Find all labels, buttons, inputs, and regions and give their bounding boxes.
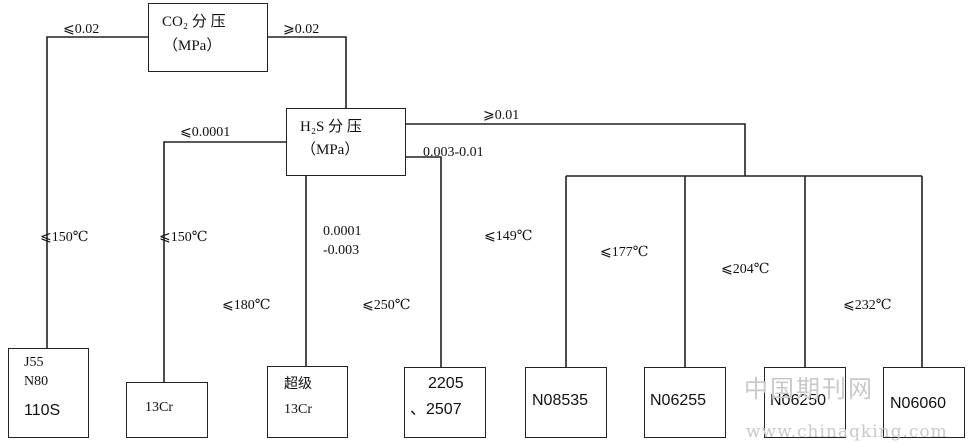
material-n08535: N08535 [532, 392, 589, 409]
label-h2s-range: 0.003-0.01 [423, 145, 484, 160]
co2-partial-pressure-box [148, 3, 268, 72]
material-box-2205-2507 [404, 367, 486, 438]
material-110s: 110S [24, 402, 61, 419]
label-h2s-mid-line2: -0.003 [323, 243, 360, 258]
material-super-13cr-line2: 13Cr [284, 402, 312, 417]
temp-n06060-branch: ⩽232℃ [843, 298, 892, 313]
edge-co2-low [46, 36, 148, 350]
material-box-super-13cr [267, 366, 348, 438]
material-2205: 2205 [428, 375, 464, 392]
temp-n06250-branch: ⩽204℃ [721, 262, 770, 277]
material-box-n06060 [883, 367, 965, 438]
label-h2s-high: ⩾0.01 [483, 108, 520, 123]
edge-h2s-low [163, 141, 286, 382]
edge-co2-high [268, 36, 347, 108]
edge-h2s-high [406, 123, 746, 176]
label-h2s-mid-line1: 0.0001 [323, 224, 362, 239]
edge-h2s-range [406, 156, 442, 367]
temp-j55-branch: ⩽150℃ [40, 230, 89, 245]
h2s-partial-pressure-box [286, 108, 406, 176]
h2s-box-line2: （MPa） [301, 142, 360, 158]
material-box-n06255 [644, 367, 726, 438]
temp-super13cr-branch: ⩽180℃ [222, 298, 271, 313]
material-j55: J55 [24, 355, 44, 370]
temp-13cr-branch: ⩽150℃ [159, 230, 208, 245]
temp-duplex-branch: ⩽250℃ [362, 298, 411, 313]
material-n06255: N06255 [650, 392, 707, 409]
material-box-n06250 [764, 367, 846, 438]
material-n06060: N06060 [890, 395, 947, 412]
co2-box-line2: （MPa） [163, 38, 222, 54]
label-co2-high: ⩾0.02 [283, 22, 320, 37]
co2-box-line1: CO₂ 分 压 [162, 14, 226, 30]
watermark-url: www.chinaqking.com [746, 422, 948, 442]
label-co2-low: ⩽0.02 [63, 22, 100, 37]
material-box-n08535 [525, 367, 607, 438]
watermark-chinese: 中国期刊网 [744, 375, 874, 403]
material-super-13cr-line1: 超级 [284, 377, 312, 392]
temp-n06255-branch: ⩽177℃ [600, 245, 649, 260]
label-h2s-low: ⩽0.0001 [180, 125, 231, 140]
material-2507: 、2507 [410, 401, 462, 418]
material-box-13cr [126, 382, 208, 438]
h2s-box-line1: H₂S 分 压 [300, 119, 362, 135]
material-n80: N80 [24, 374, 49, 389]
material-n06250: N06250 [770, 392, 827, 409]
material-13cr: 13Cr [145, 400, 173, 415]
temp-n08535-branch: ⩽149℃ [484, 229, 533, 244]
material-box-j55-n80-110s [8, 348, 89, 438]
